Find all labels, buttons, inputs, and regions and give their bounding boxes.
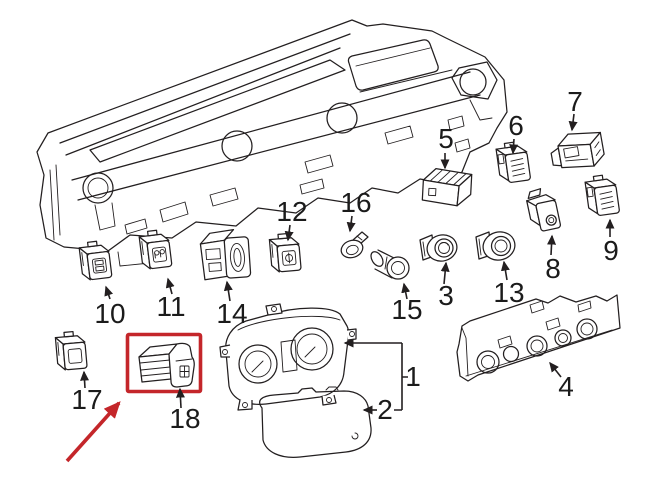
callout-arrow-6 <box>509 138 519 155</box>
callout-arrow-7 <box>568 113 578 132</box>
callout-arrows <box>80 113 615 415</box>
part-label-11: 11 <box>156 291 185 322</box>
part-17-switch <box>54 330 88 372</box>
part-label-3: 3 <box>438 280 454 311</box>
callout-arrow-11 <box>165 277 175 295</box>
part-label-16: 16 <box>340 187 371 218</box>
callout-arrow-10 <box>104 285 113 300</box>
part-label-6: 6 <box>508 110 524 141</box>
part-label-1: 1 <box>405 361 421 392</box>
callout-arrow-13 <box>500 260 510 281</box>
callout-arrow-16 <box>346 215 356 233</box>
part-7-switch <box>550 131 605 169</box>
part-label-10: 10 <box>94 298 125 329</box>
climate-control-drawing <box>456 294 621 382</box>
part-label-13: 13 <box>493 277 524 308</box>
callout-bracket-1 <box>394 343 408 411</box>
part-label-15: 15 <box>391 294 422 325</box>
part-3-socket <box>419 234 458 262</box>
part-label-18: 18 <box>169 403 200 434</box>
callout-arrow-8 <box>547 234 557 256</box>
part-label-8: 8 <box>545 253 561 284</box>
part-12-switch <box>268 232 302 274</box>
part-label-5: 5 <box>438 123 454 154</box>
part-label-12: 12 <box>276 196 307 227</box>
part-18-switch <box>138 342 195 388</box>
part-8-switch <box>526 188 562 232</box>
part-labels: 1 2 3 4 5 6 7 8 9 10 11 12 13 14 15 16 1… <box>71 86 618 434</box>
dashboard-panel-drawing <box>36 19 508 267</box>
part-9-switch <box>583 172 621 218</box>
part-13-switch <box>475 231 516 261</box>
part-label-14: 14 <box>216 298 247 329</box>
part-label-4: 4 <box>558 371 574 402</box>
highlight-arrow <box>65 401 121 463</box>
callout-arrow-12 <box>284 224 294 242</box>
callout-arrow-3 <box>440 261 450 285</box>
callout-arrow-15 <box>401 282 411 300</box>
part-label-7: 7 <box>567 86 583 117</box>
callout-arrow-4 <box>549 361 562 378</box>
highlight-box <box>125 332 203 394</box>
callout-arrow-17 <box>80 370 90 389</box>
part-11-switch <box>138 228 173 271</box>
part-10-switch <box>78 239 113 282</box>
part-5-switch <box>421 168 473 207</box>
part-label-9: 9 <box>603 235 619 266</box>
part-16-clip <box>340 231 369 259</box>
callout-arrow-14 <box>223 280 233 302</box>
instrument-cluster-drawing <box>219 303 357 411</box>
callout-arrow-18 <box>175 387 185 409</box>
part-14-switch <box>199 229 252 281</box>
part-15-lighter <box>370 249 410 280</box>
part-label-17: 17 <box>71 384 102 415</box>
part-label-2: 2 <box>377 394 393 425</box>
